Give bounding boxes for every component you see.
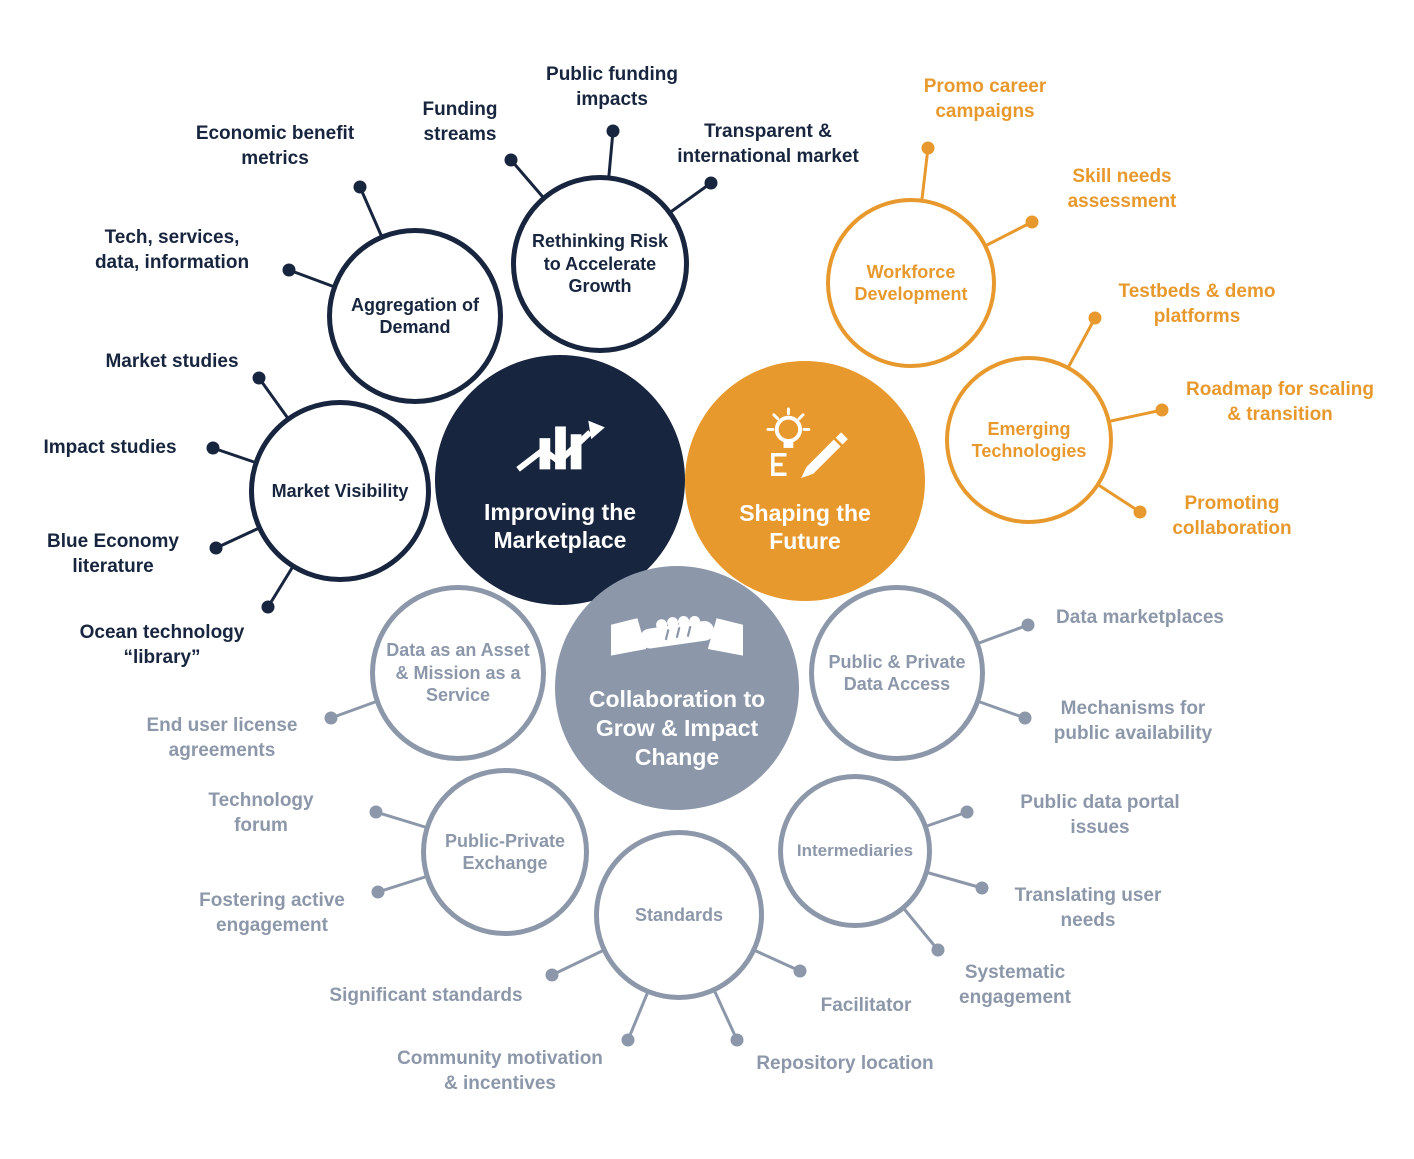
leaf-label-community-motivation-incentives: Community motivation & incentives <box>397 1048 603 1094</box>
leaf-label-funding-streams: Funding streams <box>422 99 498 145</box>
leaf-label-data-marketplaces: Data marketplaces <box>1056 607 1224 628</box>
leaf-label-economic-benefit-metrics: Economic benefit metrics <box>195 123 355 169</box>
leaf-label-promo-career-campaigns: Promo career campaigns <box>923 76 1047 122</box>
leaf-label-ocean-technology-library: Ocean technology “library” <box>79 622 245 668</box>
sub-circle-intermediaries: Intermediaries <box>778 774 932 928</box>
leaf-label-skill-needs-assessment: Skill needs assessment <box>1067 166 1177 212</box>
sub-circle-standards: Standards <box>594 830 764 1000</box>
hub-label: Collaboration to Grow & Impact Change <box>588 686 766 770</box>
leaf-label-significant-standards: Significant standards <box>329 985 523 1006</box>
connector-lines-collaboration <box>324 618 1035 1047</box>
leaf-label-systematic-engagement: Systematic engagement <box>959 962 1071 1008</box>
hub-circle-improving-the-marketplace: Improving the Marketplace <box>435 355 685 605</box>
leaf-label-mechanisms-public-availability: Mechanisms for public availability <box>1053 698 1213 744</box>
leaf-label-end-user-license-agreements: End user license agreements <box>146 715 298 761</box>
hub-circle-collaboration: Collaboration to Grow & Impact Change <box>555 566 799 810</box>
hub-circle-shaping-the-future: Shaping the Future <box>685 361 925 601</box>
hub-label: Improving the Marketplace <box>483 498 637 554</box>
leaf-label-facilitator: Facilitator <box>820 995 912 1016</box>
leaf-label-transparent-international-market: Transparent & international market <box>677 121 859 167</box>
leaf-label-technology-forum: Technology forum <box>208 790 314 836</box>
sub-circle-label: Public & Private Data Access <box>828 651 966 695</box>
leaf-label-impact-studies: Impact studies <box>43 437 177 458</box>
leaf-label-testbeds-demo-platforms: Testbeds & demo platforms <box>1118 281 1276 327</box>
sub-circle-workforce-development: Workforce Development <box>826 198 996 368</box>
leaf-label-promoting-collaboration: Promoting collaboration <box>1172 493 1292 539</box>
lightbulb-pencil-icon <box>750 406 860 491</box>
sub-circle-label: Rethinking Risk to Accelerate Growth <box>531 231 669 297</box>
sub-circle-public-private-exchange: Public-Private Exchange <box>421 768 589 936</box>
sub-circle-public-private-data-access: Public & Private Data Access <box>809 585 985 761</box>
leaf-label-roadmap-scaling-transition: Roadmap for scaling & transition <box>1186 379 1374 425</box>
sub-circle-aggregation-of-demand: Aggregation of Demand <box>327 228 503 404</box>
sub-circle-label: Aggregation of Demand <box>351 294 479 338</box>
sub-circle-data-as-asset: Data as an Asset & Mission as a Service <box>370 585 546 761</box>
connector-lines-future <box>920 141 1169 519</box>
leaf-label-translating-user-needs: Translating user needs <box>1014 885 1162 931</box>
connector-lines-marketplace <box>206 124 718 614</box>
leaf-label-fostering-active-engagement: Fostering active engagement <box>199 890 345 936</box>
leaf-label-public-funding-impacts: Public funding impacts <box>546 64 678 110</box>
leaf-label-market-studies: Market studies <box>105 351 239 372</box>
leaf-label-tech-services-data-information: Tech, services, data, information <box>94 227 250 273</box>
sub-circle-label: Data as an Asset & Mission as a Service <box>386 640 530 706</box>
leaf-label-blue-economy-literature: Blue Economy literature <box>47 531 179 577</box>
sub-circle-label: Market Visibility <box>271 480 409 501</box>
hub-label: Shaping the Future <box>739 499 871 555</box>
sub-circle-label: Intermediaries <box>796 841 914 861</box>
leaf-label-repository-location: Repository location <box>756 1053 934 1074</box>
handshake-icon <box>607 605 747 678</box>
leaf-label-public-data-portal-issues: Public data portal issues <box>1020 792 1180 838</box>
bar-chart-growth-icon <box>505 405 615 490</box>
sub-circle-rethinking-risk: Rethinking Risk to Accelerate Growth <box>511 175 689 353</box>
sub-circle-label: Standards <box>634 904 724 925</box>
sub-circle-label: Emerging Technologies <box>971 418 1087 462</box>
sub-circle-market-visibility: Market Visibility <box>249 400 431 582</box>
sub-circle-emerging-technologies: Emerging Technologies <box>945 356 1113 524</box>
sub-circle-label: Public-Private Exchange <box>444 830 566 874</box>
sub-circle-label: Workforce Development <box>854 261 968 305</box>
